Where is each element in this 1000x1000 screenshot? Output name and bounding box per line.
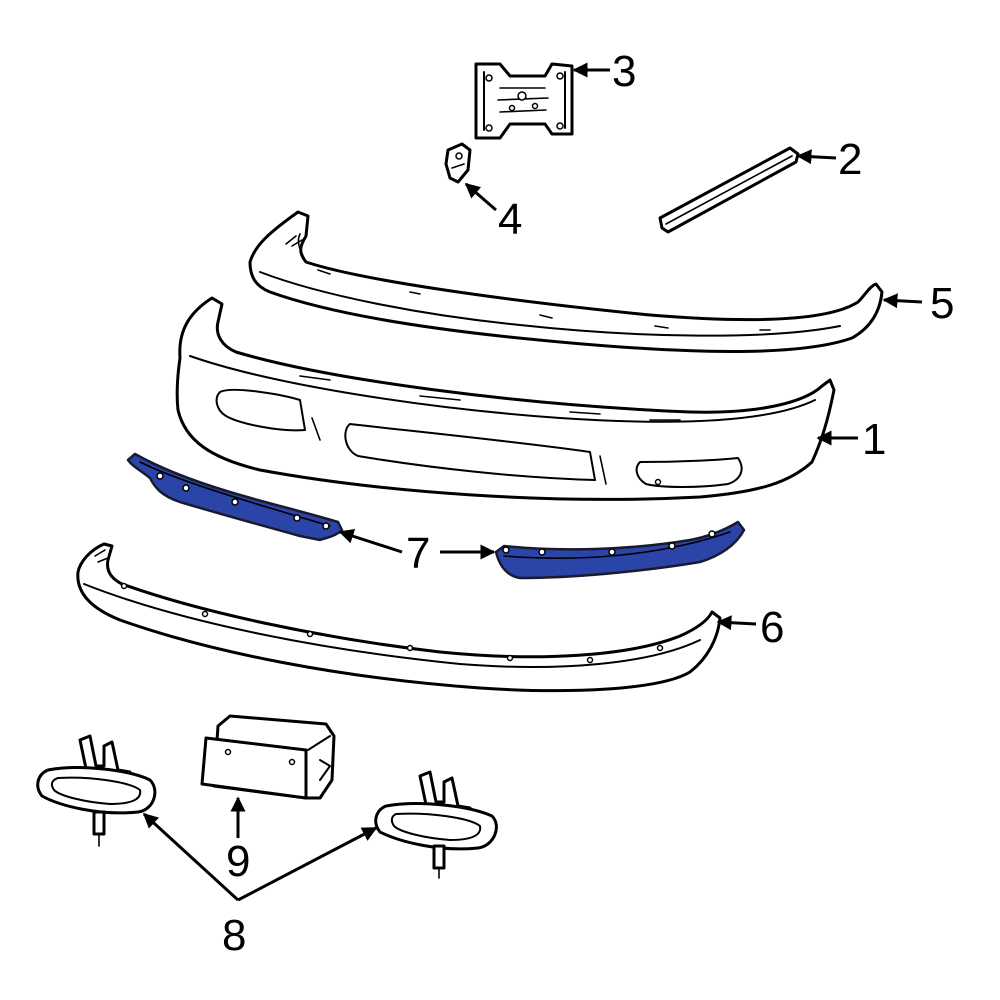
callout-7: 7 (406, 529, 430, 578)
part-4-clip[interactable] (444, 142, 472, 184)
part-2-support-bar[interactable] (658, 146, 800, 234)
part-3-license-bracket[interactable] (474, 62, 574, 140)
part-7-right-valance-extension[interactable] (494, 520, 746, 580)
callout-3: 3 (612, 47, 636, 96)
callout-2: 2 (838, 135, 862, 184)
callout-labels: 3 2 4 5 1 7 6 9 8 (222, 47, 954, 960)
leader-lines (142, 62, 923, 902)
leader-2 (796, 149, 837, 165)
part-7-left-valance-extension[interactable] (126, 452, 344, 542)
callout-4: 4 (498, 195, 522, 244)
part-6-lower-valance[interactable] (76, 542, 722, 693)
leader-8-left (142, 812, 240, 902)
callout-9: 9 (226, 837, 250, 886)
callout-6: 6 (760, 603, 784, 652)
leader-4 (464, 182, 497, 212)
part-1-front-bumper[interactable] (175, 296, 836, 501)
callout-1: 1 (862, 415, 886, 464)
part-8-right-fog-lamp[interactable] (374, 770, 498, 879)
part-8-left-fog-lamp[interactable] (36, 734, 157, 847)
leader-8-right (237, 826, 378, 902)
part-9-plate-holder[interactable] (200, 714, 336, 800)
callout-5: 5 (930, 279, 954, 328)
leader-6 (716, 615, 757, 631)
leader-5 (882, 293, 923, 309)
callout-8: 8 (222, 911, 246, 960)
leader-7-left (338, 529, 403, 554)
part-5-upper-bumper-cover[interactable] (248, 210, 884, 353)
